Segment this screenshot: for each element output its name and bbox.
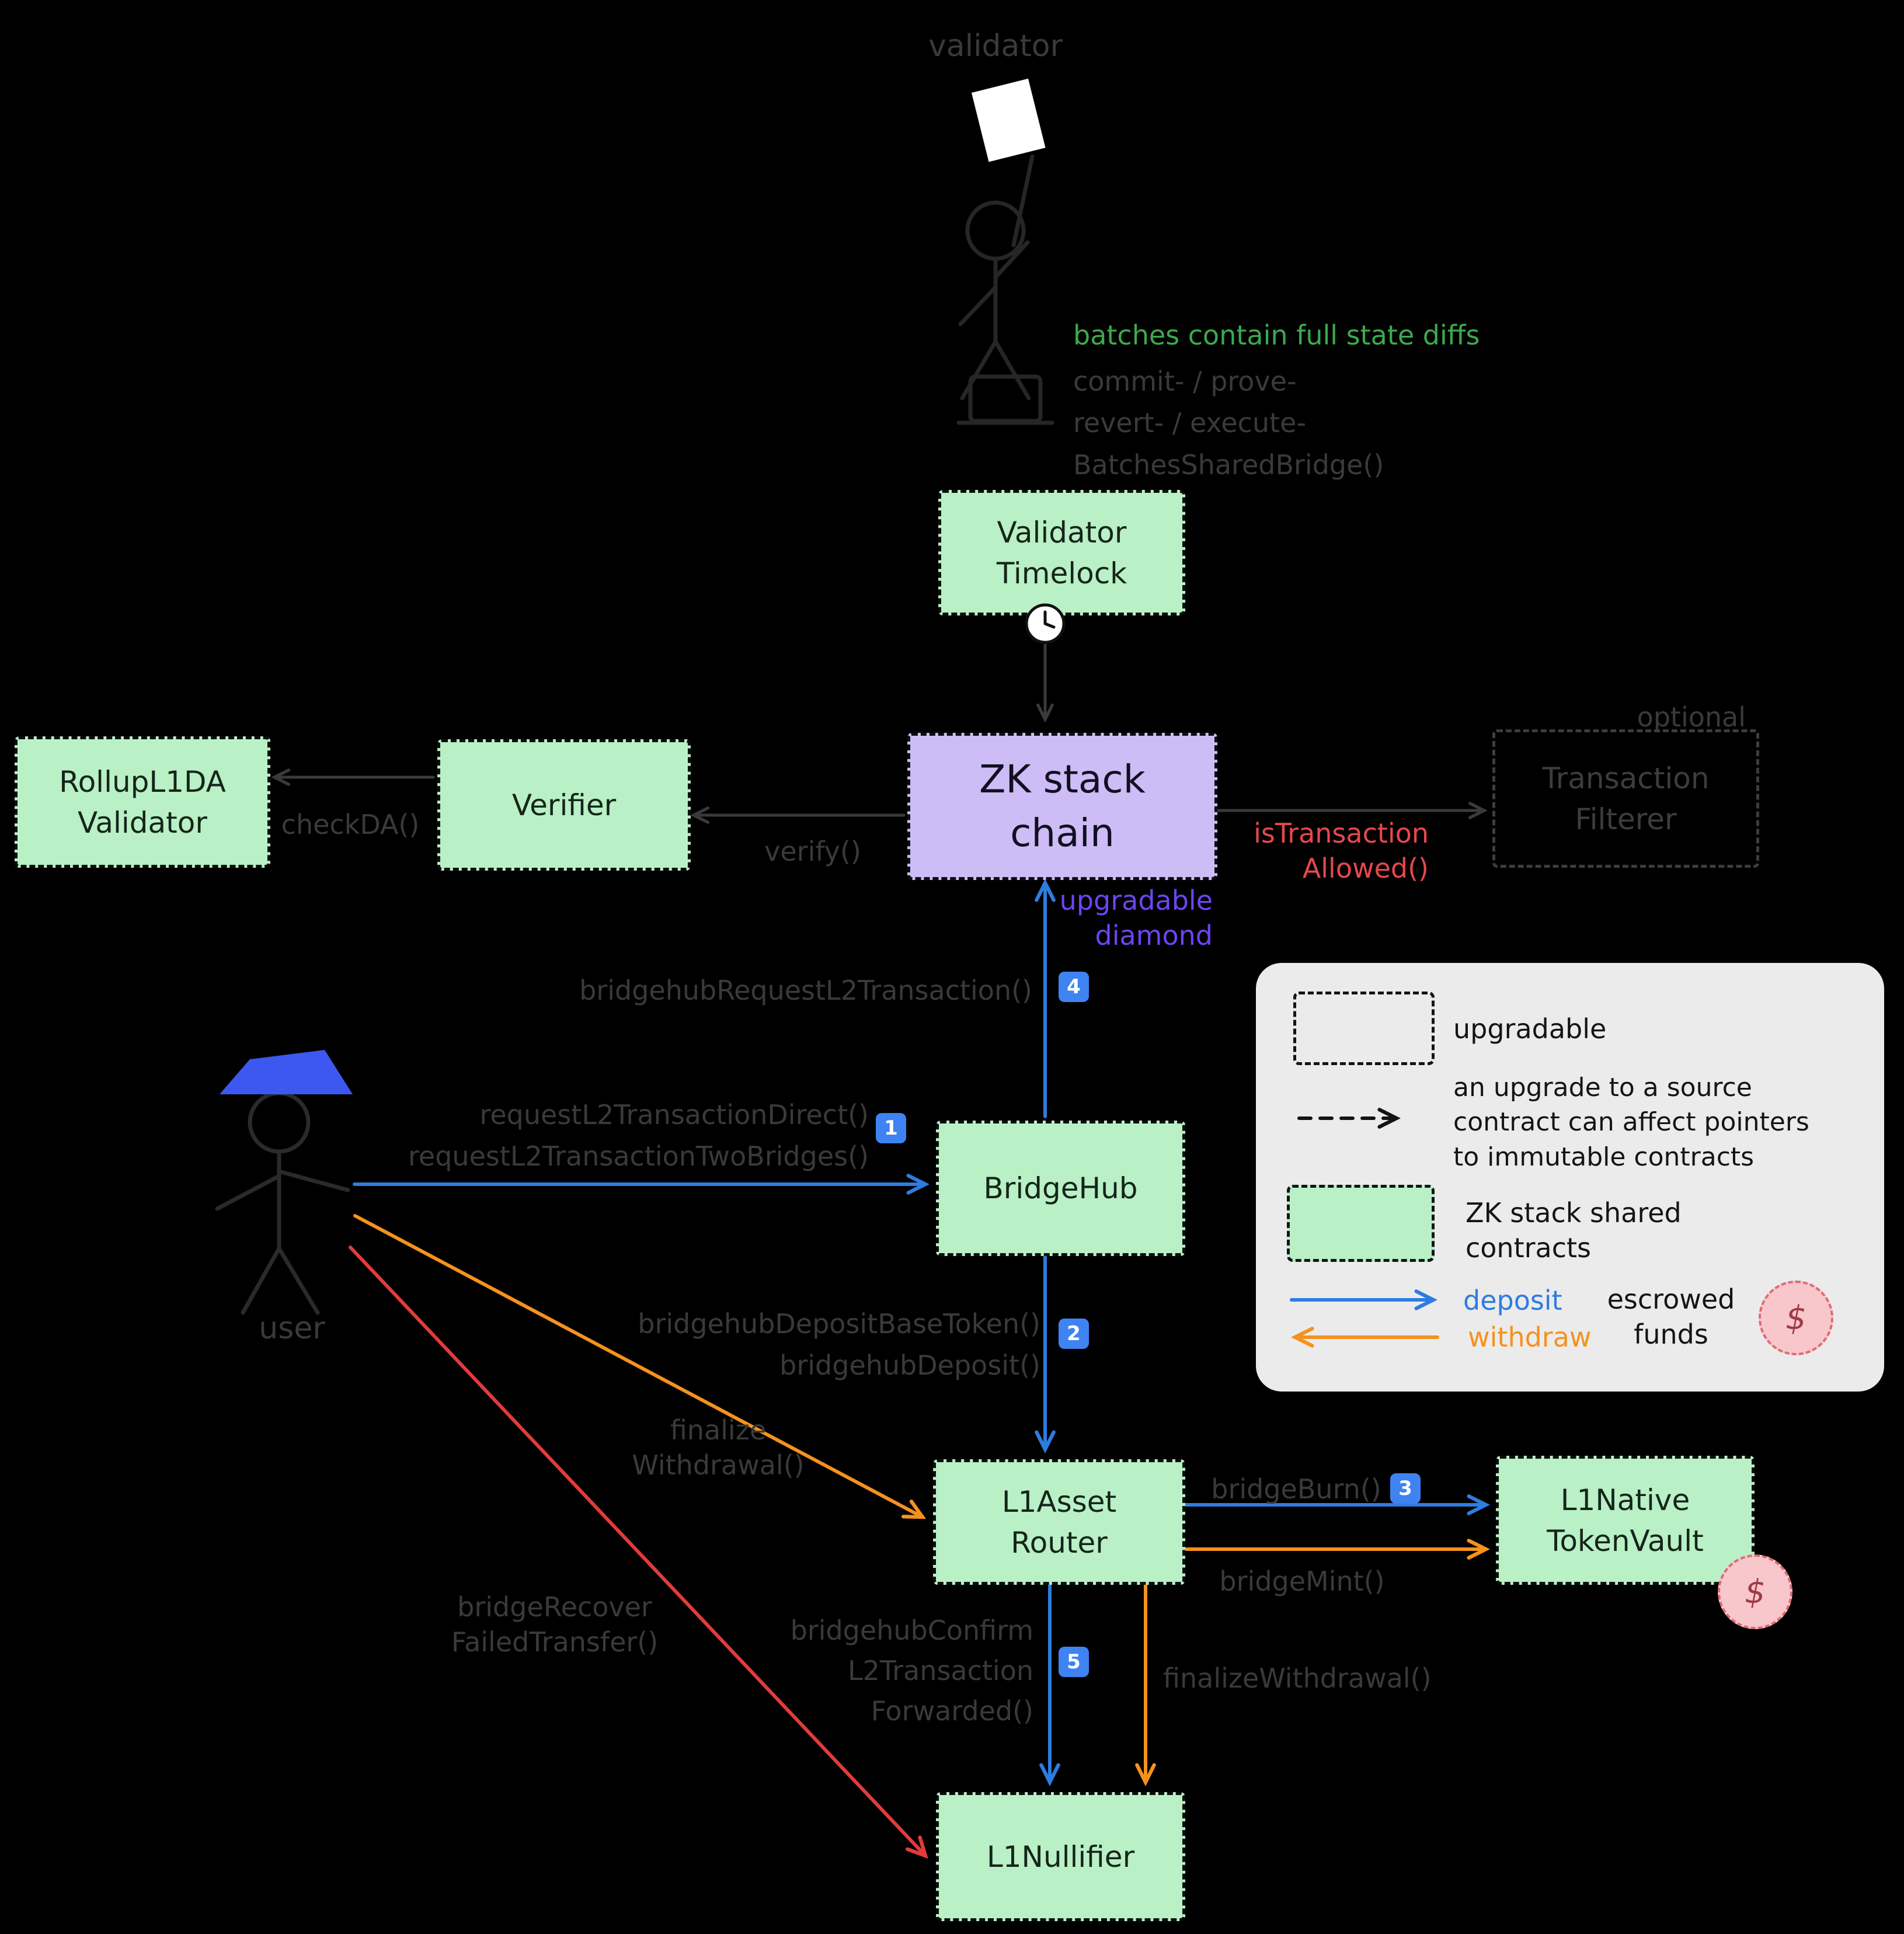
validator-figure (956, 154, 1054, 425)
user-head (248, 1091, 311, 1154)
legend-dollar-sign: $ (1785, 1299, 1806, 1337)
validator-flag-icon (971, 78, 1046, 162)
validator-body (958, 240, 1031, 401)
legend-panel: upgradable an upgrade to a source contra… (1256, 963, 1884, 1392)
user-actor-label: user (259, 1311, 325, 1346)
step-badge-3: 3 (1390, 1473, 1421, 1504)
finalize-withdrawal-label: finalizeWithdrawal() (1163, 1662, 1432, 1694)
step-badge-5: 5 (1059, 1647, 1089, 1677)
legend-shared-contract-swatch (1287, 1185, 1435, 1262)
step-badge-1: 1 (876, 1113, 906, 1143)
user-body (215, 1149, 350, 1315)
verify-label: verify() (764, 836, 861, 867)
node-validator-timelock: Validator Timelock (938, 490, 1185, 615)
bridge-burn-label: bridgeBurn() (1211, 1473, 1381, 1505)
step-badge-4: 4 (1059, 972, 1089, 1002)
request-l2-transaction-label: requestL2TransactionDirect() requestL2Tr… (408, 1099, 869, 1173)
node-bridgehub: BridgeHub (936, 1121, 1185, 1256)
legend-upgrade-note: an upgrade to a source contract can affe… (1453, 1073, 1809, 1172)
legend-upgradable-label: upgradable (1453, 1013, 1607, 1045)
commit-calls-label: commit- / prove- revert- / execute- Batc… (1073, 366, 1384, 481)
legend-upgradable-swatch (1293, 992, 1435, 1065)
batches-note-label: batches contain full state diffs (1073, 319, 1480, 351)
upgradable-diamond-label: upgradable diamond (1059, 885, 1213, 951)
node-l1-asset-router: L1Asset Router (933, 1459, 1185, 1585)
legend-withdraw-label: withdraw (1468, 1321, 1592, 1353)
user-figure (215, 1050, 353, 1315)
checkda-label: checkDA() (281, 809, 420, 840)
bridgehub-request-label: bridgehubRequestL2Transaction() (579, 975, 1032, 1006)
optional-label: optional (1637, 701, 1746, 733)
validator-actor-label: validator (928, 29, 1063, 64)
tokenvault-dollar-sign: $ (1745, 1573, 1766, 1611)
bridge-mint-label: bridgeMint() (1219, 1566, 1385, 1597)
user-cap-icon (220, 1050, 353, 1094)
node-l1-native-token-vault: L1Native TokenVault (1496, 1456, 1755, 1585)
validator-flag-pole (1011, 154, 1035, 248)
bridgehub-confirm-label: bridgehubConfirm L2Transaction Forwarded… (790, 1615, 1033, 1727)
node-zk-stack-chain: ZK stack chain (907, 733, 1217, 880)
tokenvault-escrow-dollar-icon: $ (1718, 1554, 1792, 1629)
bridgehub-deposit-label: bridgehubDepositBaseToken() bridgehubDep… (638, 1308, 1040, 1382)
legend-escrow-dollar-icon: $ (1759, 1281, 1833, 1355)
legend-deposit-label: deposit (1463, 1285, 1562, 1316)
is-transaction-allowed-label: isTransaction Allowed() (1254, 818, 1429, 884)
node-rollup-l1da-validator: RollupL1DA Validator (15, 736, 270, 868)
legend-escrowed-funds-label: escrowed funds (1607, 1283, 1735, 1350)
node-l1-nullifier: L1Nullifier (936, 1792, 1185, 1921)
finalize-withdrawal-user-label: finalize Withdrawal() (632, 1414, 805, 1481)
legend-shared-contracts-label: ZK stack shared contracts (1466, 1197, 1682, 1264)
node-verifier: Verifier (437, 739, 691, 871)
step-badge-2: 2 (1059, 1319, 1089, 1349)
bridge-recover-label: bridgeRecover FailedTransfer() (451, 1591, 659, 1658)
node-transaction-filterer: Transaction Filterer (1492, 729, 1759, 868)
laptop-icon (968, 374, 1043, 423)
validator-head (965, 200, 1026, 261)
